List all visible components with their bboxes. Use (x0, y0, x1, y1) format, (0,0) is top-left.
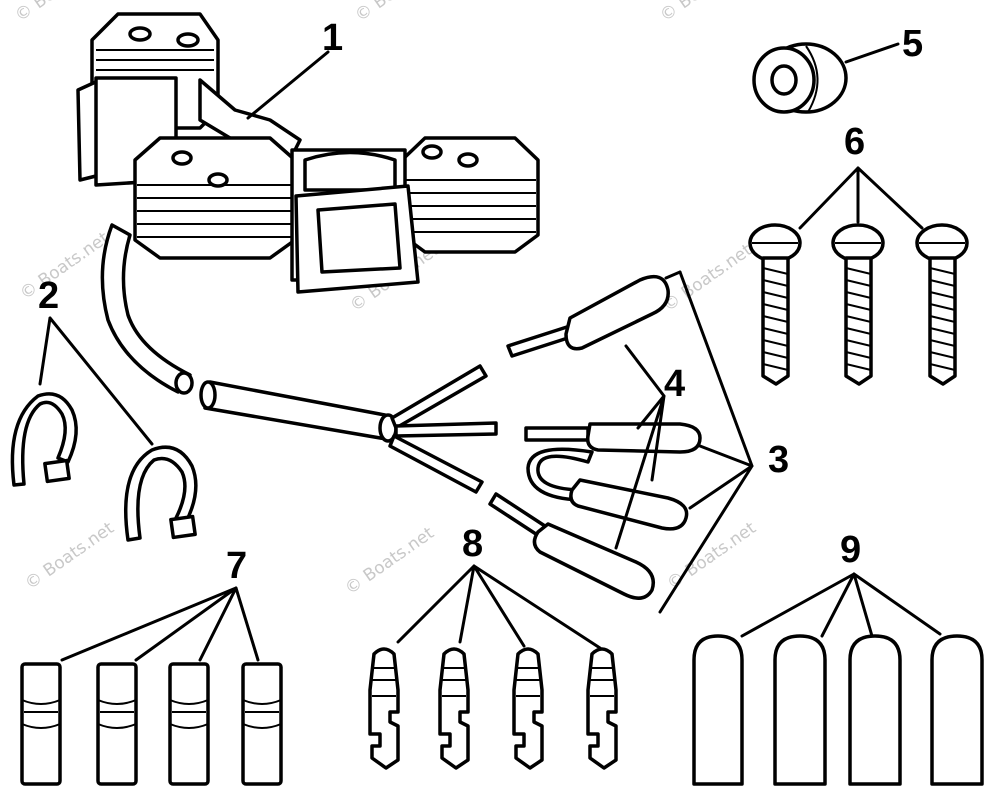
screw (915, 223, 969, 386)
callout-1: 1 (322, 17, 343, 59)
pin-terminal (368, 647, 400, 770)
part-8-pin-terminals (368, 647, 618, 770)
sleeve (241, 662, 283, 786)
screw (748, 223, 802, 386)
watermark: © Boats.net (656, 0, 753, 26)
callout-9: 9 (840, 529, 861, 571)
part-7-sleeves (20, 662, 283, 786)
part-2-cable-ties (10, 392, 198, 542)
pin-terminal (512, 647, 544, 770)
cap (773, 634, 827, 786)
sleeve (96, 662, 138, 786)
sleeve (20, 662, 62, 786)
callout-2: 2 (38, 275, 59, 317)
watermark: © Boats.net (659, 240, 756, 316)
callout-3: 3 (768, 439, 789, 481)
cap (692, 634, 744, 786)
watermark: © Boats.net (11, 0, 108, 26)
cap (930, 634, 984, 786)
part-6-screws (748, 223, 969, 386)
callout-8: 8 (462, 523, 483, 565)
wire-harness (199, 364, 498, 494)
part-1-coil-assembly (76, 12, 540, 395)
part-5-grommet (752, 42, 848, 114)
callout-7: 7 (226, 545, 247, 587)
leader-lines (38, 42, 942, 662)
pin-terminal (586, 647, 618, 770)
callouts: 1 2 3 4 5 6 7 8 9 (38, 17, 923, 587)
watermark: © Boats.net (341, 523, 438, 599)
screw (831, 223, 885, 386)
callout-4: 4 (664, 363, 685, 405)
callout-6: 6 (844, 121, 865, 163)
part-3-terminals (488, 274, 702, 600)
cap (848, 634, 902, 786)
watermark: © Boats.net (21, 518, 118, 594)
callout-5: 5 (902, 23, 923, 65)
part-9-caps (692, 634, 984, 786)
sleeve (168, 662, 210, 786)
watermark: © Boats.net (16, 228, 113, 304)
pin-terminal (438, 647, 470, 770)
watermark: © Boats.net (351, 0, 448, 26)
